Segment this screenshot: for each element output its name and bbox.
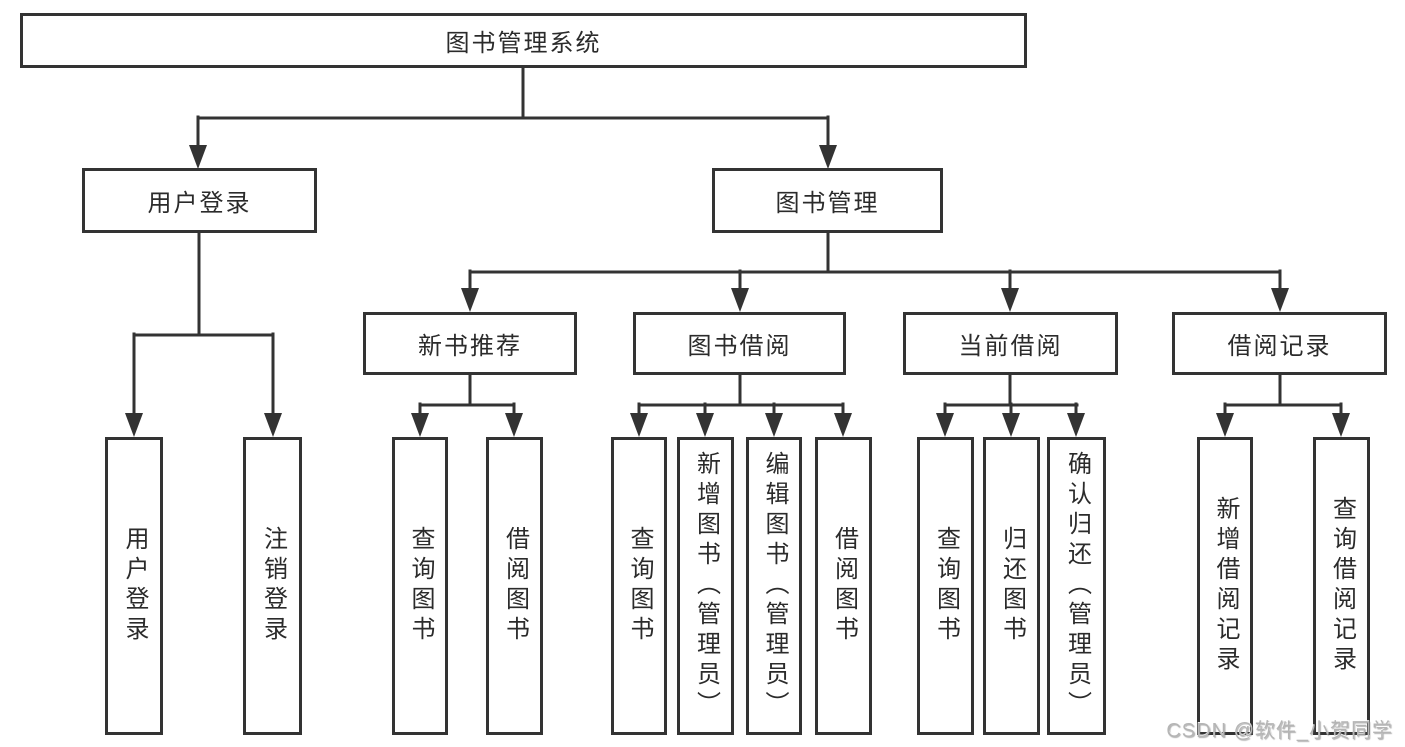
leaf-user-login: 用户登录 — [105, 437, 163, 735]
node-book-management: 图书管理 — [712, 168, 943, 233]
leaf-add-borrow-record: 新增借阅记录 — [1197, 437, 1253, 735]
node-book-borrowing: 图书借阅 — [633, 312, 846, 375]
leaf-edit-book-admin: 编辑图书（管理员） — [746, 437, 802, 735]
arrowheads — [125, 145, 1350, 437]
leaf-borrow-books-borrowing: 借阅图书 — [815, 437, 872, 735]
node-new-book-recommend-label: 新书推荐 — [418, 333, 522, 360]
node-book-borrowing-label: 图书借阅 — [687, 333, 792, 360]
node-borrowing-records-label: 借阅记录 — [1227, 333, 1332, 360]
leaf-user-login-label: 用户登录 — [121, 526, 148, 646]
leaf-borrow-books-recommend-label: 借阅图书 — [501, 526, 529, 646]
leaf-add-borrow-record-label: 新增借阅记录 — [1212, 496, 1239, 676]
leaf-confirm-return-admin-label: 确认归还（管理员） — [1063, 451, 1091, 721]
leaf-query-books-recommend: 查询图书 — [392, 437, 448, 735]
leaf-query-books-borrowing: 查询图书 — [611, 437, 667, 735]
node-current-borrowing: 当前借阅 — [903, 312, 1118, 375]
leaf-borrow-books-recommend: 借阅图书 — [486, 437, 543, 735]
leaf-add-book-admin-label: 新增图书（管理员） — [692, 451, 720, 721]
leaf-query-books-current: 查询图书 — [917, 437, 974, 735]
node-new-book-recommend: 新书推荐 — [363, 312, 577, 375]
node-user-login-label: 用户登录 — [147, 190, 252, 217]
leaf-return-book-label: 归还图书 — [998, 526, 1026, 646]
leaf-query-borrow-record-label: 查询借阅记录 — [1328, 496, 1356, 676]
leaf-query-borrow-record: 查询借阅记录 — [1313, 437, 1370, 735]
node-user-login: 用户登录 — [82, 168, 317, 233]
leaf-query-books-recommend-label: 查询图书 — [407, 526, 434, 646]
node-borrowing-records: 借阅记录 — [1172, 312, 1387, 375]
leaf-logout-label: 注销登录 — [259, 526, 287, 646]
node-current-borrowing-label: 当前借阅 — [958, 333, 1063, 360]
leaf-add-book-admin: 新增图书（管理员） — [677, 437, 734, 735]
leaf-confirm-return-admin: 确认归还（管理员） — [1047, 437, 1106, 735]
leaf-query-books-current-label: 查询图书 — [932, 526, 960, 646]
node-library-system-label: 图书管理系统 — [445, 30, 602, 57]
watermark: CSDN @软件_小贺同学 — [1166, 720, 1393, 742]
node-book-management-label: 图书管理 — [775, 190, 880, 217]
node-library-system: 图书管理系统 — [20, 13, 1027, 68]
leaf-borrow-books-borrowing-label: 借阅图书 — [830, 526, 858, 646]
leaf-query-books-borrowing-label: 查询图书 — [626, 526, 653, 646]
leaf-logout: 注销登录 — [243, 437, 302, 735]
leaf-edit-book-admin-label: 编辑图书（管理员） — [761, 451, 788, 721]
leaf-return-book: 归还图书 — [983, 437, 1040, 735]
